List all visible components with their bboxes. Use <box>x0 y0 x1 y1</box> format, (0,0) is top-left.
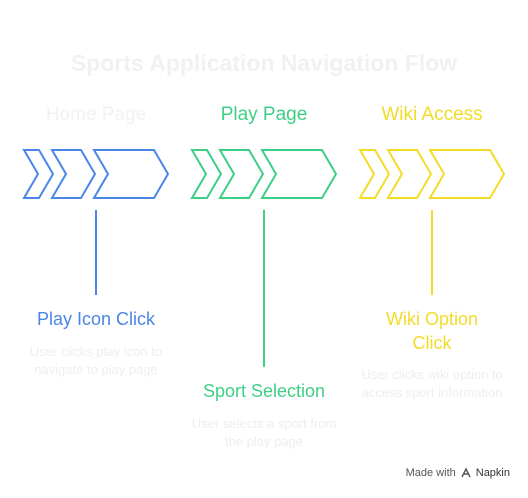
diagram-title: Sports Application Navigation Flow <box>70 50 458 76</box>
chevron-3a <box>358 149 391 199</box>
chevron-group-2 <box>190 149 338 199</box>
chevron-2a <box>190 149 223 199</box>
chevron-group-1 <box>22 149 170 199</box>
column-label-home-page: Home Page <box>45 104 147 125</box>
step-title-sport-selection: Sport Selection <box>202 381 326 401</box>
step-title-play-icon-click: Play Icon Click <box>36 309 156 329</box>
footer-credit: Made with Napkin <box>406 467 510 479</box>
step-description-play-icon-click: User clicks play icon to navigate to pla… <box>29 344 163 377</box>
chevron-2c <box>260 149 338 199</box>
step-description-wiki-option-click: User clicks wiki option to access sport … <box>361 367 503 400</box>
chevron-group-3 <box>358 149 506 199</box>
column-label-wiki-access: Wiki Access <box>381 104 483 125</box>
chevron-1c <box>92 149 170 199</box>
napkin-logo-icon <box>461 467 471 478</box>
chevron-1a <box>22 149 55 199</box>
step-title-wiki-option-click: Wiki Option Click <box>347 307 517 355</box>
column-label-play-page: Play Page <box>220 104 308 125</box>
chevron-3b <box>386 149 433 199</box>
footer-made-with: Made with <box>405 467 456 479</box>
chevron-2b <box>218 149 265 199</box>
step-description-sport-selection: User selects a sport from the play page <box>191 416 337 449</box>
chevron-1b <box>50 149 97 199</box>
step-title-wiki-option-click-text: Wiki Option Click <box>385 309 479 353</box>
chevron-3c <box>428 149 506 199</box>
footer-brand: Napkin <box>475 467 510 479</box>
